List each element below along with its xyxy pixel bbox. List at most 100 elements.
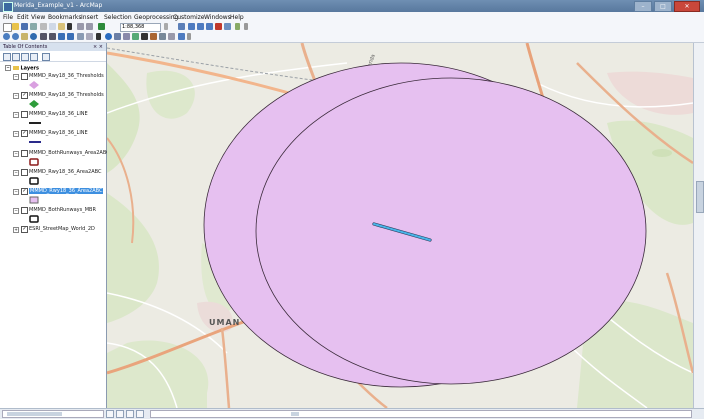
- layer-item[interactable]: − MMMD_Rwy18_36_Thresholds: [13, 73, 105, 93]
- catalog-icon[interactable]: [197, 23, 204, 30]
- expand-icon[interactable]: −: [13, 208, 19, 214]
- layer-item[interactable]: − MMMD_BothRunways_MBR: [13, 207, 105, 227]
- layer-name[interactable]: MMMD_Rwy18_36_LINE: [29, 130, 88, 136]
- layer-item[interactable]: − ✓ MMMD_Rwy18_36_Thresholds: [13, 92, 105, 112]
- layer-name-selected[interactable]: MMMD_Rwy18_36_Area2ABC: [29, 188, 104, 194]
- scrollbar-thumb[interactable]: [291, 412, 299, 416]
- tools-options-icon[interactable]: [187, 33, 191, 40]
- print-icon[interactable]: [30, 23, 37, 30]
- layer-name[interactable]: MMMD_Rwy18_36_Thresholds: [29, 92, 104, 98]
- expand-icon[interactable]: −: [13, 112, 19, 118]
- toc-horizontal-scrollbar[interactable]: [2, 410, 104, 418]
- list-by-drawing-order-icon[interactable]: [3, 53, 11, 61]
- layer-visibility-checkbox[interactable]: [21, 111, 28, 118]
- menu-bookmarks[interactable]: Bookmarks: [48, 14, 82, 21]
- collapse-icon[interactable]: −: [5, 65, 11, 71]
- list-by-visibility-icon[interactable]: [21, 53, 29, 61]
- html-popup-icon[interactable]: [114, 33, 121, 40]
- layers-group[interactable]: − Layers: [5, 65, 39, 72]
- full-extent-icon[interactable]: [30, 33, 37, 40]
- map-view[interactable]: UMAN Merida: [107, 43, 693, 408]
- paste-icon[interactable]: [58, 23, 65, 30]
- save-icon[interactable]: [21, 23, 28, 30]
- time-slider-icon[interactable]: [168, 33, 175, 40]
- basemap-street-map[interactable]: UMAN Merida: [107, 43, 693, 408]
- menu-windows[interactable]: Windows: [204, 14, 231, 21]
- layer-visibility-checkbox[interactable]: [21, 73, 28, 80]
- search-window-icon[interactable]: [206, 23, 213, 30]
- cut-icon[interactable]: [40, 23, 47, 30]
- menu-geoprocessing[interactable]: Geoprocessing: [134, 14, 179, 21]
- open-icon[interactable]: [12, 23, 19, 30]
- layer-visibility-checkbox[interactable]: [21, 150, 28, 157]
- select-elements-icon[interactable]: [96, 33, 101, 40]
- pause-drawing-icon[interactable]: [136, 410, 144, 418]
- layer-visibility-checkbox[interactable]: ✓: [21, 226, 28, 233]
- refresh-icon[interactable]: [126, 410, 134, 418]
- redo-icon[interactable]: [86, 23, 93, 30]
- layer-visibility-checkbox[interactable]: [21, 207, 28, 214]
- area2abc-buffer-polygon-selected[interactable]: [255, 77, 647, 385]
- runway-line[interactable]: [373, 223, 431, 241]
- layer-visibility-checkbox[interactable]: ✓: [21, 92, 28, 99]
- editor-icon[interactable]: [178, 23, 185, 30]
- layer-visibility-checkbox[interactable]: [21, 169, 28, 176]
- layer-visibility-checkbox[interactable]: ✓: [21, 188, 28, 195]
- expand-icon[interactable]: −: [13, 189, 19, 195]
- back-icon[interactable]: [58, 33, 65, 40]
- maximize-button[interactable]: □: [654, 1, 672, 12]
- find-icon[interactable]: [141, 33, 148, 40]
- viewer-window-icon[interactable]: [178, 33, 185, 40]
- menu-customize[interactable]: Customize: [173, 14, 205, 21]
- layer-name[interactable]: MMMD_Rwy18_36_LINE: [29, 111, 88, 117]
- layer-name[interactable]: MMMD_Rwy18_36_Area2ABC: [29, 169, 102, 175]
- fixed-zoom-in-icon[interactable]: [40, 33, 47, 40]
- select-features-icon[interactable]: [77, 33, 84, 40]
- layer-item[interactable]: + ✓ ESRI_StreetMap_World_2D: [13, 226, 105, 246]
- expand-icon[interactable]: −: [13, 131, 19, 137]
- hyperlink-icon[interactable]: [132, 33, 139, 40]
- map-horizontal-scrollbar[interactable]: [150, 410, 692, 418]
- menu-selection[interactable]: Selection: [104, 14, 132, 21]
- toolbar-options-icon[interactable]: [244, 23, 248, 30]
- layer-name[interactable]: MMMD_Rwy18_36_Thresholds: [29, 73, 104, 79]
- layer-item[interactable]: − MMMD_BothRunways_Area2ABC: [13, 150, 110, 170]
- table-of-contents-icon[interactable]: [188, 23, 195, 30]
- menu-file[interactable]: File: [3, 14, 14, 21]
- forward-icon[interactable]: [67, 33, 74, 40]
- menu-edit[interactable]: Edit: [17, 14, 29, 21]
- model-builder-icon[interactable]: [235, 23, 240, 30]
- layer-visibility-checkbox[interactable]: ✓: [21, 130, 28, 137]
- zoom-out-icon[interactable]: [12, 33, 19, 40]
- menu-help[interactable]: Help: [230, 14, 244, 21]
- layer-name[interactable]: MMMD_BothRunways_MBR: [29, 207, 96, 213]
- new-icon[interactable]: [3, 23, 12, 32]
- fixed-zoom-out-icon[interactable]: [49, 33, 56, 40]
- minimize-button[interactable]: –: [634, 1, 652, 12]
- data-view-icon[interactable]: [106, 410, 114, 418]
- clear-selection-icon[interactable]: [86, 33, 93, 40]
- map-scale-input[interactable]: 1:88,368: [120, 23, 161, 32]
- zoom-in-icon[interactable]: [3, 33, 10, 40]
- layer-item[interactable]: − MMMD_Rwy18_36_LINE: [13, 111, 105, 131]
- toc-options-icon[interactable]: [42, 53, 50, 61]
- measure-icon[interactable]: [123, 33, 130, 40]
- scrollbar-thumb[interactable]: [7, 412, 62, 416]
- close-button[interactable]: ✕: [674, 1, 700, 12]
- copy-icon[interactable]: [49, 23, 56, 30]
- list-by-source-icon[interactable]: [12, 53, 20, 61]
- delete-icon[interactable]: [67, 23, 72, 30]
- go-to-xy-icon[interactable]: [159, 33, 166, 40]
- expand-icon[interactable]: −: [13, 170, 19, 176]
- layer-item[interactable]: − ✓ MMMD_Rwy18_36_Area2ABC: [13, 188, 105, 208]
- add-data-icon[interactable]: [98, 23, 105, 30]
- identify-icon[interactable]: [105, 33, 112, 40]
- scrollbar-thumb[interactable]: [696, 181, 704, 213]
- pan-icon[interactable]: [21, 33, 28, 40]
- layer-item[interactable]: − ✓ MMMD_Rwy18_36_LINE: [13, 130, 105, 150]
- layer-item[interactable]: − MMMD_Rwy18_36_Area2ABC: [13, 169, 105, 189]
- list-by-selection-icon[interactable]: [30, 53, 38, 61]
- find-route-icon[interactable]: [150, 33, 157, 40]
- layout-view-icon[interactable]: [116, 410, 124, 418]
- menu-view[interactable]: View: [31, 14, 46, 21]
